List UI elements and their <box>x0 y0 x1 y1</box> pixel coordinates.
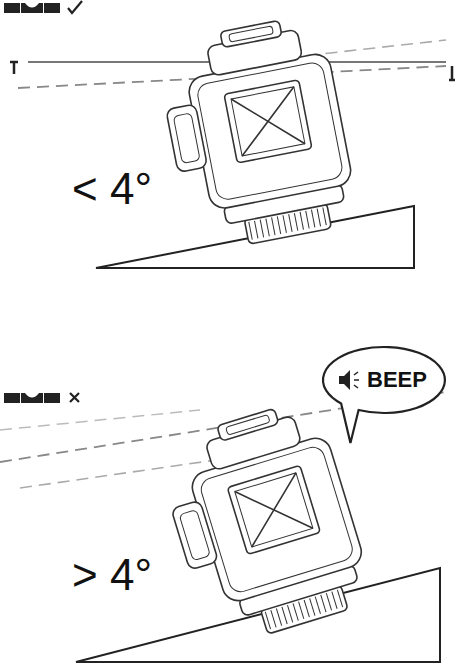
check-mark <box>68 1 82 13</box>
speech-bubble: BEEP <box>323 347 445 413</box>
sound-text: BEEP <box>367 367 427 393</box>
level-icon <box>4 3 60 13</box>
laser-level-device <box>152 396 377 650</box>
laser-level-device <box>153 12 361 255</box>
laser-line <box>0 410 200 430</box>
line-end-mark <box>449 66 455 80</box>
line-end-mark <box>10 62 18 74</box>
level-icon <box>4 393 60 403</box>
cross-mark <box>70 393 79 402</box>
bubble-shape <box>323 347 445 443</box>
speaker-icon <box>339 370 350 390</box>
sound-waves <box>354 372 359 388</box>
angle-label: < 4° <box>72 164 152 214</box>
angle-label: > 4° <box>72 550 152 600</box>
